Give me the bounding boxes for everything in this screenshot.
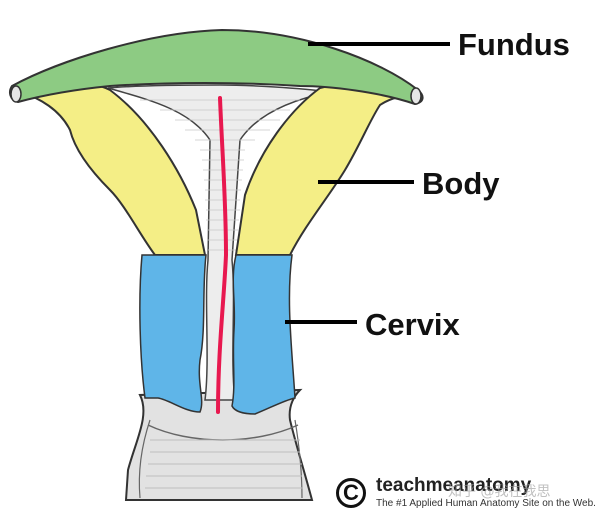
body-label: Body: [422, 166, 500, 201]
vaginal-wall-right: [294, 419, 303, 499]
tube-right-end: [410, 87, 422, 105]
vaginal-rugae: [145, 439, 303, 489]
tube-left-end: [10, 85, 22, 103]
vaginal-wall-left: [138, 419, 151, 499]
fundus-label: Fundus: [458, 27, 570, 62]
copyright-icon: C: [336, 477, 366, 508]
brand-name: teachmeanatomy: [376, 475, 532, 496]
brand-tagline: The #1 Applied Human Anatomy Site on the…: [376, 498, 596, 509]
uterine-canal-line: [216, 96, 229, 414]
cervix-label: Cervix: [365, 307, 460, 342]
fundus-region: [9, 28, 424, 106]
vagina-region: [124, 388, 314, 501]
cervix-left: [139, 254, 207, 413]
watermark-text: 知乎 @我在我思: [448, 484, 551, 500]
body-left: [16, 81, 207, 256]
brand-logo: C teachmeanatomy The #1 Applied Human An…: [336, 476, 596, 509]
brand-text: teachmeanatomy The #1 Applied Human Anat…: [376, 476, 596, 509]
cervix-right: [231, 254, 296, 415]
